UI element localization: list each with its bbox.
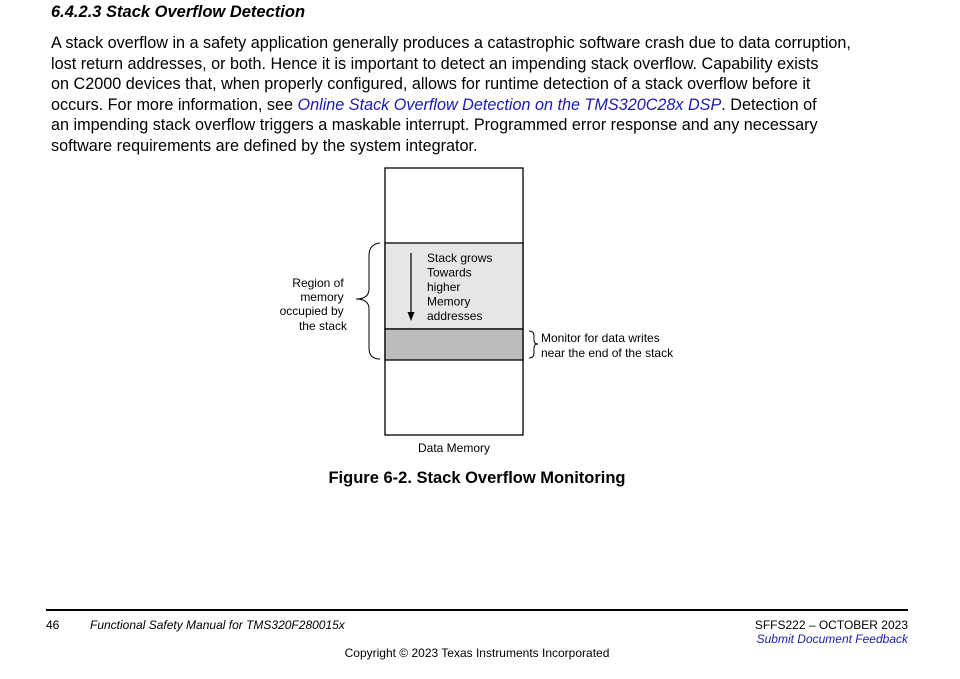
- stack-label-line: Stack grows: [427, 251, 492, 265]
- monitor-label-line: Monitor for data writes: [541, 331, 660, 345]
- stack-label-line: higher: [427, 280, 460, 294]
- document-title: Functional Safety Manual for TMS320F2800…: [90, 618, 345, 632]
- region-label-line: the stack: [299, 319, 348, 333]
- region-brace-icon: [355, 242, 381, 360]
- stack-growth-arrow-icon: [407, 253, 415, 321]
- paragraph-text: occurs. For more information, see: [51, 95, 298, 114]
- stack-label-line: Towards: [427, 266, 472, 280]
- submit-feedback-link[interactable]: Submit Document Feedback: [756, 632, 908, 646]
- figure-caption: Figure 6-2. Stack Overflow Monitoring: [328, 469, 626, 487]
- region-label-line: occupied by: [280, 304, 344, 318]
- copyright-notice: Copyright © 2023 Texas Instruments Incor…: [344, 646, 610, 660]
- paragraph-text: . Detection of: [721, 95, 817, 114]
- footer-divider: [46, 609, 908, 611]
- monitor-label: Monitor for data writes near the end of …: [541, 331, 674, 360]
- stack-label-line: Memory: [427, 295, 470, 309]
- region-label: Region of memory occupied by the stack: [280, 276, 348, 333]
- data-memory-label: Data Memory: [418, 441, 490, 455]
- page-number: 46: [46, 618, 60, 632]
- paragraph-line: A stack overflow in a safety application…: [51, 34, 851, 52]
- stack-region: [384, 242, 524, 330]
- region-label-line: memory: [300, 290, 343, 304]
- stack-growth-label: Stack grows Towards higher Memory addres…: [427, 251, 496, 323]
- paragraph-line: on C2000 devices that, when properly con…: [51, 75, 811, 94]
- document-id: SFFS222 – OCTOBER 2023: [754, 618, 908, 632]
- paragraph-line: lost return addresses, or both. Hence it…: [51, 54, 819, 73]
- stack-label-line: addresses: [427, 309, 482, 323]
- body-paragraph: A stack overflow in a safety application…: [51, 33, 911, 157]
- region-label-line: Region of: [292, 276, 344, 290]
- paragraph-line-with-link: occurs. For more information, see Online…: [51, 95, 911, 116]
- section-heading: 6.4.2.3 Stack Overflow Detection: [51, 3, 306, 21]
- stack-overflow-doc-link[interactable]: Online Stack Overflow Detection on the T…: [297, 95, 722, 114]
- monitor-brace-icon: [528, 330, 539, 359]
- paragraph-line: software requirements are defined by the…: [51, 136, 478, 155]
- guard-region: [384, 328, 524, 361]
- monitor-label-line: near the end of the stack: [541, 346, 674, 360]
- paragraph-line: an impending stack overflow triggers a m…: [51, 116, 818, 135]
